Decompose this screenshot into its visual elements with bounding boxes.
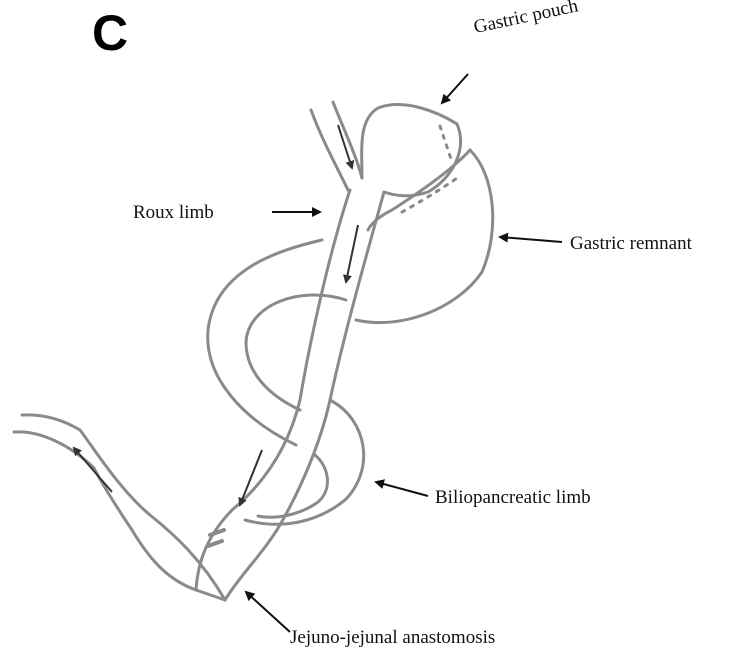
flow-arrow — [346, 225, 358, 282]
pointer-jejuno-jejunal — [246, 592, 290, 632]
gastric-pouch — [362, 105, 461, 196]
common-channel — [14, 432, 196, 590]
roux-limb — [225, 192, 384, 600]
flow-arrow — [74, 448, 112, 492]
label-roux-limb: Roux limb — [133, 203, 214, 222]
label-gastric-remnant: Gastric remnant — [570, 234, 692, 253]
pointer-gastric-pouch — [442, 74, 468, 103]
gastric-remnant — [356, 150, 493, 323]
pointer-gastric-remnant — [500, 237, 562, 242]
biliopancreatic-limb — [245, 400, 364, 524]
flow-arrow — [240, 450, 262, 505]
common-channel — [22, 415, 225, 600]
label-biliopancreatic-limb: Biliopancreatic limb — [435, 488, 591, 507]
label-jejuno-jejunal-anastomosis: Jejuno-jejunal anastomosis — [290, 628, 495, 647]
biliopancreatic-limb — [258, 455, 327, 517]
pouch-staple-line — [440, 126, 452, 162]
pointer-biliopancreatic-limb — [376, 482, 428, 496]
jejunal-loop — [208, 240, 322, 445]
